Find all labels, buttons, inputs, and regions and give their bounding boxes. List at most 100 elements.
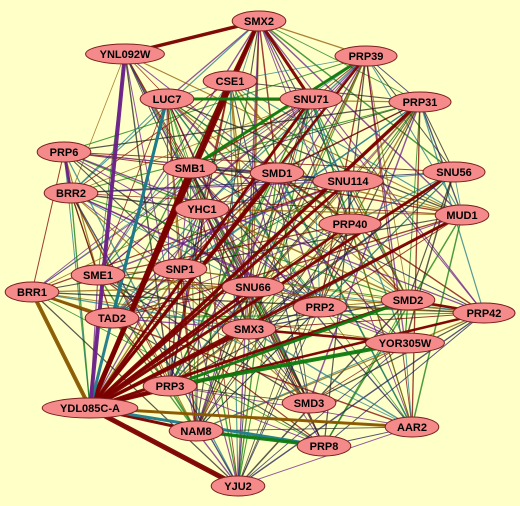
node-label: PRP42	[467, 308, 502, 320]
edge-SMB1-PRP2	[189, 167, 321, 308]
edge-PRP39-PRP8	[323, 55, 367, 447]
edge-PRP31-YHC1	[201, 101, 421, 210]
node-smx2[interactable]: SMX2	[231, 10, 287, 32]
edge-SNU114-BRR2	[70, 180, 349, 194]
node-nam8[interactable]: NAM8	[168, 420, 224, 442]
edge-BRR1-SMX3	[31, 291, 250, 330]
node-tad2[interactable]: TAD2	[84, 307, 140, 329]
node-shape	[152, 258, 208, 280]
edge-SNU114-SME1	[97, 180, 349, 276]
node-shape	[162, 157, 218, 179]
node-label: BRR1	[17, 287, 47, 299]
node-smb1[interactable]: SMB1	[162, 157, 218, 179]
edge-YDL085C-A-PRP40-thick	[89, 222, 351, 410]
node-shape	[434, 204, 490, 226]
edge-LUC7-YHC1	[166, 98, 203, 210]
node-label: CSE1	[216, 76, 245, 88]
node-shape	[70, 264, 126, 286]
node-yju2[interactable]: YJU2	[210, 475, 266, 497]
node-shape	[365, 332, 445, 354]
node-prp6[interactable]: PRP6	[36, 141, 92, 163]
node-smx3[interactable]: SMX3	[221, 318, 277, 340]
node-brr1[interactable]: BRR1	[4, 281, 60, 303]
node-label: MUD1	[446, 210, 477, 222]
node-prp31[interactable]: PRP31	[388, 91, 452, 113]
node-mud1[interactable]: MUD1	[434, 204, 490, 226]
edge-MUD1-SNU66	[252, 214, 463, 288]
edge-SNU56-SMD2	[407, 171, 455, 301]
edge-PRP6-BRR1	[31, 151, 65, 293]
node-shape	[249, 162, 305, 184]
node-shape	[231, 10, 287, 32]
edge-PRP31-PRP40	[349, 101, 421, 225]
edge-SNU71-BRR1	[31, 98, 312, 293]
node-shape	[4, 281, 60, 303]
node-prp39[interactable]: PRP39	[334, 45, 398, 67]
node-snu71[interactable]: SNU71	[279, 88, 343, 110]
node-label: SNU114	[328, 176, 370, 188]
edge-AAR2-YJU2	[237, 426, 413, 487]
node-brr2[interactable]: BRR2	[43, 182, 99, 204]
edge-SNU56-PRP3	[169, 171, 455, 387]
node-prp3[interactable]: PRP3	[142, 375, 198, 397]
node-shape	[318, 213, 382, 235]
edge-PRP31-PRP6	[63, 101, 421, 153]
node-label: BRR2	[56, 188, 86, 200]
edge-SMX2-SMD1	[258, 20, 278, 174]
node-shape	[210, 475, 266, 497]
node-snu66[interactable]: SNU66	[221, 276, 285, 298]
edge-PRP31-AAR2	[411, 101, 421, 428]
node-shape	[281, 392, 337, 414]
node-smd2[interactable]: SMD2	[380, 289, 436, 311]
edge-YDL085C-A-PRP39-thick	[89, 55, 367, 409]
node-ynl092w[interactable]: YNL092W	[85, 43, 165, 65]
edge-YOR305W-AAR2	[404, 342, 413, 428]
edge-BRR2-TAD2	[70, 192, 113, 319]
node-shape	[202, 70, 258, 92]
node-label: SMX2	[244, 16, 274, 28]
node-label: PRP6	[50, 147, 79, 159]
edge-PRP39-SMB1-thick	[189, 54, 367, 170]
node-snu56[interactable]: SNU56	[422, 161, 486, 183]
edge-SNU71-SMD2	[310, 98, 409, 301]
node-ydl085c-a[interactable]: YDL085C-A	[41, 397, 139, 419]
node-shape	[85, 43, 165, 65]
node-smd3[interactable]: SMD3	[281, 392, 337, 414]
node-prp2[interactable]: PRP2	[292, 296, 348, 318]
node-luc7[interactable]: LUC7	[139, 88, 195, 110]
node-shape	[84, 307, 140, 329]
node-yor305w[interactable]: YOR305W	[365, 332, 445, 354]
node-label: SNP1	[166, 264, 195, 276]
node-label: SMD3	[294, 398, 325, 410]
node-prp40[interactable]: PRP40	[318, 213, 382, 235]
node-smd1[interactable]: SMD1	[249, 162, 305, 184]
edge-BRR2-MUD1	[70, 192, 463, 216]
node-shape	[168, 420, 224, 442]
node-shape	[139, 88, 195, 110]
node-yhc1[interactable]: YHC1	[174, 198, 230, 220]
node-aar2[interactable]: AAR2	[384, 416, 440, 438]
node-prp8[interactable]: PRP8	[296, 435, 352, 457]
node-shape	[334, 45, 398, 67]
edge-TAD2-PRP8	[111, 317, 325, 447]
edge-PRP31-BRR2	[70, 101, 421, 194]
edge-YDL085C-A-AAR2-thick	[89, 406, 413, 429]
node-prp42[interactable]: PRP42	[452, 302, 516, 324]
node-cse1[interactable]: CSE1	[202, 70, 258, 92]
edge-YNL092W-YDL085C-A-thick	[88, 53, 127, 409]
node-snu114[interactable]: SNU114	[312, 170, 384, 192]
edge-PRP40-AAR2	[349, 223, 413, 428]
edge-PRP39-PRP3	[169, 55, 367, 387]
edge-YHC1-BRR1	[31, 208, 203, 293]
edge-SMD1-PRP2	[276, 172, 321, 308]
edge-YDL085C-A-SMB1-thick	[88, 167, 192, 409]
node-snp1[interactable]: SNP1	[152, 258, 208, 280]
node-label: SMD2	[393, 295, 424, 307]
node-sme1[interactable]: SME1	[70, 264, 126, 286]
edge-SNU114-SMD2	[347, 180, 409, 301]
edge-YDL085C-A-SMX3-thick	[89, 327, 250, 410]
edge-YDL085C-A-YJU2-thick	[88, 405, 240, 489]
edge-YNL092W-SMD1	[124, 53, 278, 174]
node-shape	[142, 375, 198, 397]
node-label: AAR2	[397, 422, 427, 434]
